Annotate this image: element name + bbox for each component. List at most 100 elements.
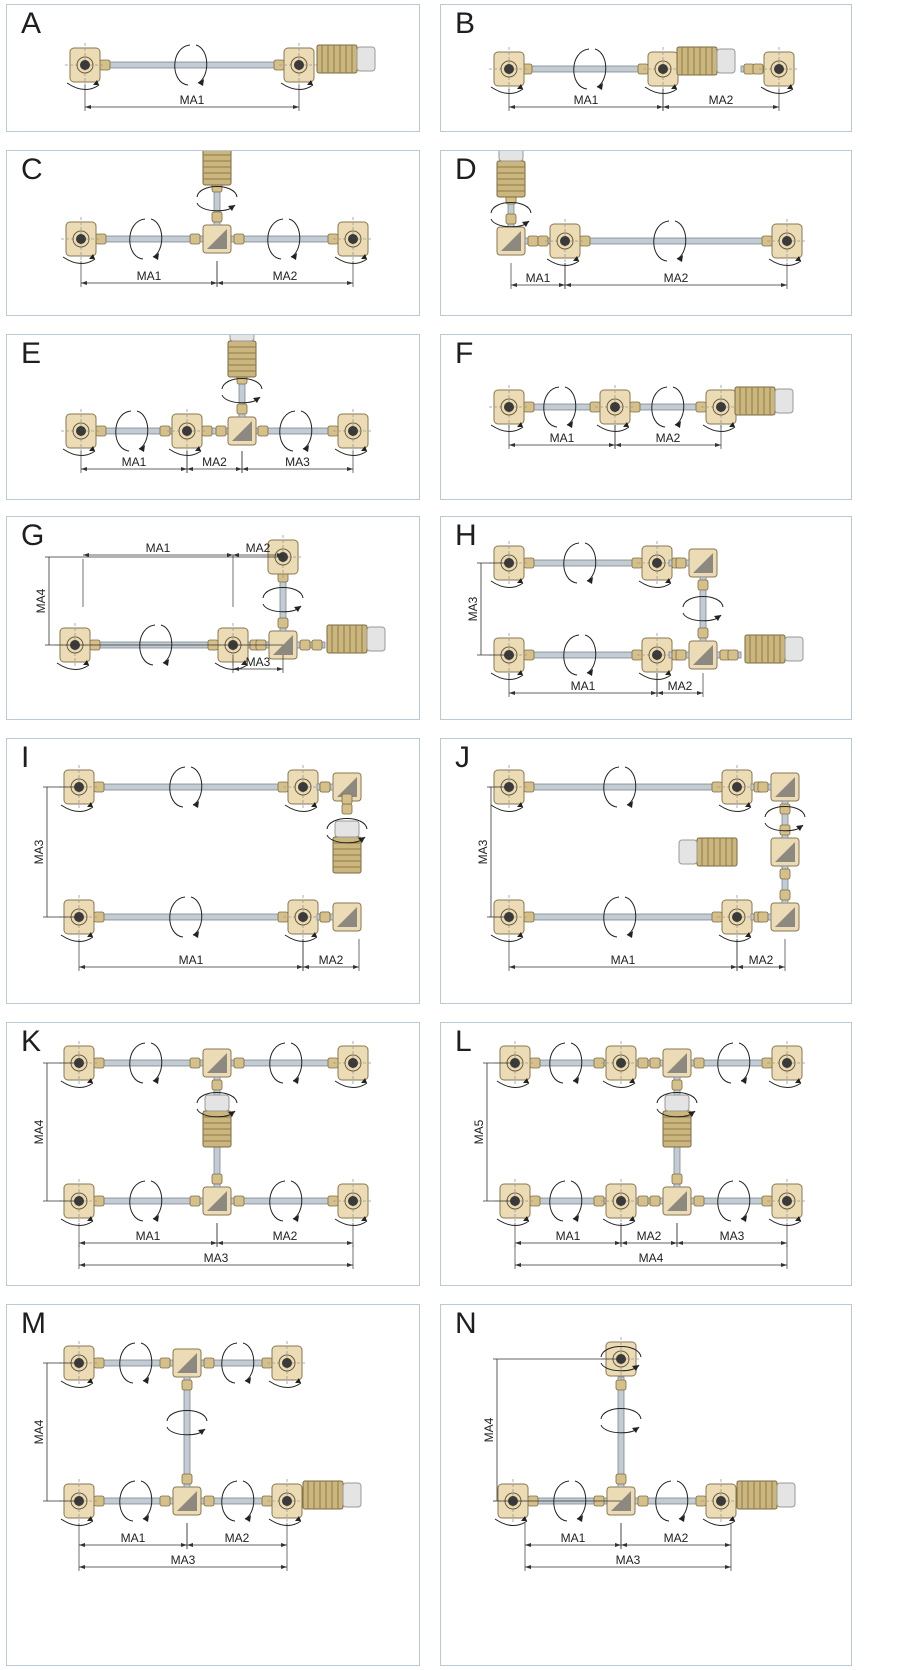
gearbox-housing-icon bbox=[65, 43, 105, 90]
rotation-arrow-icon bbox=[119, 1480, 153, 1522]
gearbox-housing-icon bbox=[333, 409, 373, 456]
rotation-arrow-icon bbox=[490, 670, 524, 680]
dimension-label: MA1 bbox=[561, 1531, 586, 1545]
drive-shaft-icon bbox=[505, 190, 517, 228]
dimension-label: MA1 bbox=[180, 93, 205, 107]
rotation-arrow-icon bbox=[655, 1480, 689, 1522]
rotation-arrow-icon bbox=[490, 802, 524, 812]
dimension-label: MA3 bbox=[720, 1229, 745, 1243]
panel-letter: A bbox=[21, 7, 42, 40]
drive-shaft-icon bbox=[690, 1195, 776, 1207]
drive-shaft-icon bbox=[697, 576, 709, 642]
drive-shaft-icon bbox=[316, 911, 334, 923]
motor-icon bbox=[678, 837, 738, 867]
dimension-line: MA1 bbox=[514, 1223, 622, 1247]
rotation-arrow-icon bbox=[600, 1346, 642, 1372]
dimension-line: MA3 bbox=[232, 655, 284, 673]
dimension-label: MA1 bbox=[146, 541, 171, 555]
rotation-arrow-icon bbox=[115, 410, 149, 452]
dimension-line: MA3 bbox=[78, 1245, 354, 1269]
bevel-gearbox-icon bbox=[770, 772, 800, 802]
rotation-arrow-icon bbox=[653, 220, 687, 262]
rotation-arrow-icon bbox=[596, 422, 630, 432]
rotation-arrow-icon bbox=[267, 218, 301, 260]
bevel-gearbox-icon bbox=[202, 224, 232, 254]
dimension-line: MA4 bbox=[34, 556, 283, 646]
drive-shaft-icon bbox=[90, 1357, 174, 1369]
gearbox-housing-icon bbox=[333, 217, 373, 264]
drive-shaft-icon bbox=[634, 1495, 710, 1507]
drive-shaft-icon bbox=[668, 649, 690, 661]
drive-shaft-icon bbox=[90, 781, 292, 793]
rotation-arrow-icon bbox=[129, 1042, 163, 1084]
gearbox-housing-icon bbox=[489, 633, 529, 680]
dimension-line: MA1 bbox=[82, 541, 234, 607]
drive-shaft-icon bbox=[92, 425, 174, 437]
gearbox-housing-icon bbox=[167, 409, 207, 456]
rotation-arrow-icon bbox=[269, 1042, 303, 1084]
gearbox-housing-icon bbox=[55, 623, 95, 670]
dimension-line: MA2 bbox=[186, 1523, 288, 1549]
dimension-label: MA4 bbox=[639, 1251, 664, 1265]
dimension-line: MA4 bbox=[32, 1062, 79, 1202]
motor-icon bbox=[676, 46, 736, 76]
dimension-line: MA1 bbox=[508, 89, 664, 111]
dimension-line: MA1 bbox=[508, 939, 738, 971]
drive-shaft-icon bbox=[277, 568, 289, 632]
rotation-arrow-icon bbox=[496, 1216, 530, 1226]
gearbox-housing-icon bbox=[495, 1179, 535, 1226]
gearbox-housing-icon bbox=[283, 895, 323, 942]
gearbox-housing-icon bbox=[61, 217, 101, 264]
gearbox-housing-icon bbox=[637, 633, 677, 680]
dimension-line: MA2 bbox=[614, 425, 722, 449]
layout-drawing: MA1 bbox=[65, 43, 376, 111]
rotation-arrow-icon bbox=[279, 410, 313, 452]
motor-icon bbox=[326, 624, 386, 654]
dimension-line: MA3 bbox=[524, 1549, 732, 1571]
rotation-arrow-icon bbox=[129, 218, 163, 260]
drive-shaft-icon bbox=[181, 1376, 193, 1488]
dimension-label: MA3 bbox=[466, 596, 480, 621]
drive-shaft-icon bbox=[296, 639, 326, 651]
rotation-arrow-icon bbox=[334, 446, 368, 456]
drive-shaft-icon bbox=[341, 793, 353, 815]
dimension-line: MA1 bbox=[80, 261, 218, 287]
rotation-arrow-icon bbox=[269, 1180, 303, 1222]
motor-icon bbox=[332, 820, 362, 874]
dimension-label: MA2 bbox=[664, 271, 689, 285]
motor-icon bbox=[744, 634, 804, 664]
rotation-arrow-icon bbox=[60, 1216, 94, 1226]
drive-shaft-icon bbox=[576, 235, 776, 247]
rotation-arrow-icon bbox=[174, 44, 208, 86]
drive-shaft-icon bbox=[236, 370, 248, 418]
motor-icon bbox=[734, 386, 794, 416]
bevel-gearbox-icon bbox=[172, 1348, 202, 1378]
rotation-arrow-icon bbox=[549, 1042, 583, 1084]
gearbox-housing-icon bbox=[495, 1041, 535, 1088]
panel-letter: F bbox=[455, 337, 474, 370]
bevel-gearbox-icon bbox=[172, 1486, 202, 1516]
rotation-arrow-icon bbox=[602, 1078, 636, 1088]
dimension-line: MA4 bbox=[482, 1358, 621, 1502]
motor-icon bbox=[202, 151, 232, 186]
rotation-arrow-icon bbox=[717, 1180, 751, 1222]
dimension-label: MA4 bbox=[34, 588, 48, 613]
dimension-line: MA2 bbox=[186, 451, 243, 473]
panel-letter: K bbox=[21, 1025, 42, 1058]
rotation-arrow-icon bbox=[644, 84, 678, 94]
rotation-arrow-icon bbox=[490, 932, 524, 942]
rotation-arrow-icon bbox=[573, 48, 607, 90]
gearbox-housing-icon bbox=[279, 43, 319, 90]
gearbox-housing-icon bbox=[489, 895, 529, 942]
drive-shaft-icon bbox=[716, 649, 742, 661]
bevel-gearbox-icon bbox=[770, 902, 800, 932]
gearbox-housing-icon bbox=[601, 1337, 641, 1381]
